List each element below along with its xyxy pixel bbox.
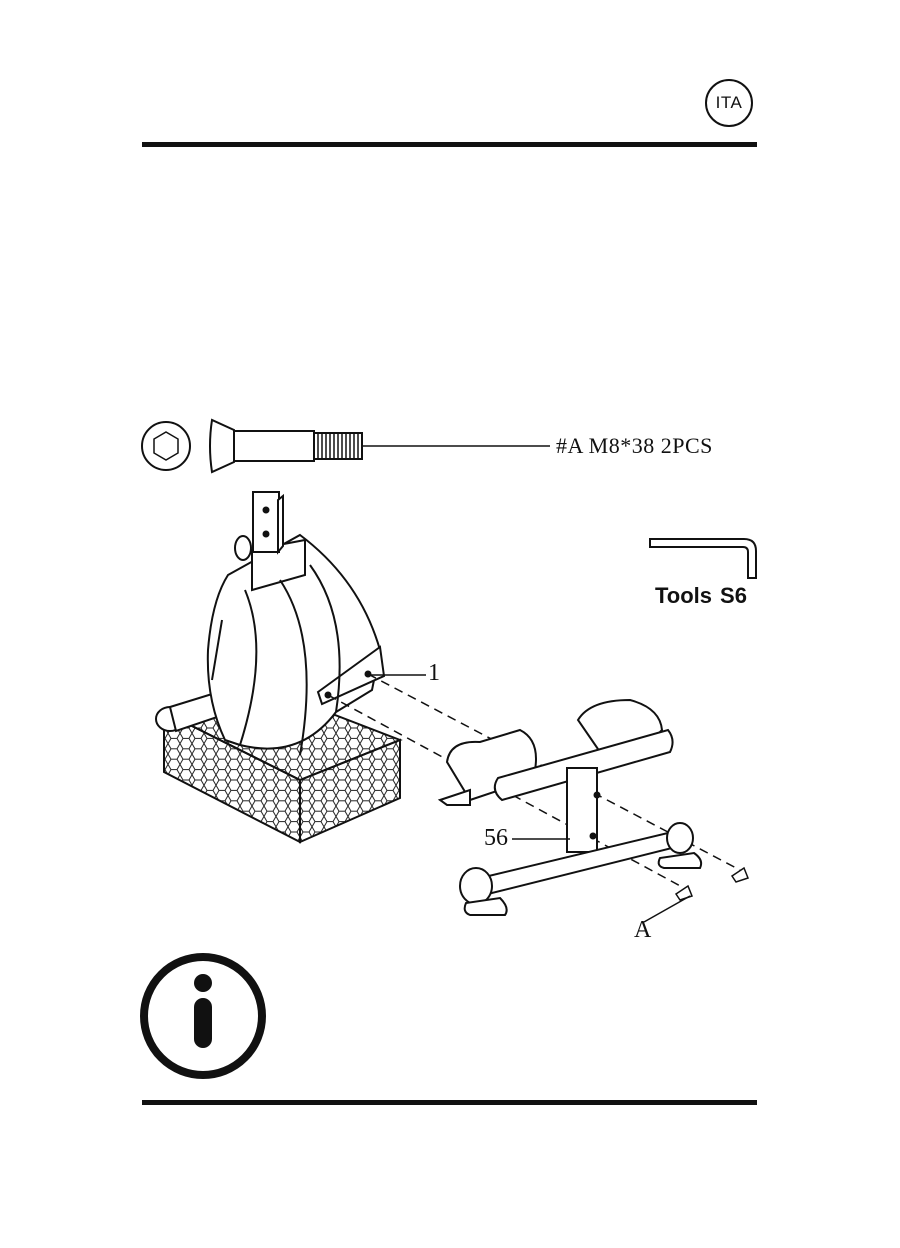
- info-icon: [144, 957, 262, 1075]
- tools-label: Tools S6: [655, 583, 747, 609]
- main-frame-part-1: [156, 492, 384, 755]
- callout-part-1: 1: [428, 660, 440, 687]
- callout-bolt-a: A: [634, 917, 651, 944]
- bolt-a-pair: [676, 868, 748, 900]
- tools-text: Tools: [655, 583, 712, 608]
- bolt-icon: [210, 420, 550, 472]
- hex-socket-icon: [142, 422, 190, 470]
- tool-size: S6: [720, 583, 747, 608]
- bolt-spec-label: #A M8*38 2PCS: [556, 433, 713, 459]
- callout-part-56: 56: [484, 825, 508, 852]
- allen-key-icon: [650, 539, 756, 578]
